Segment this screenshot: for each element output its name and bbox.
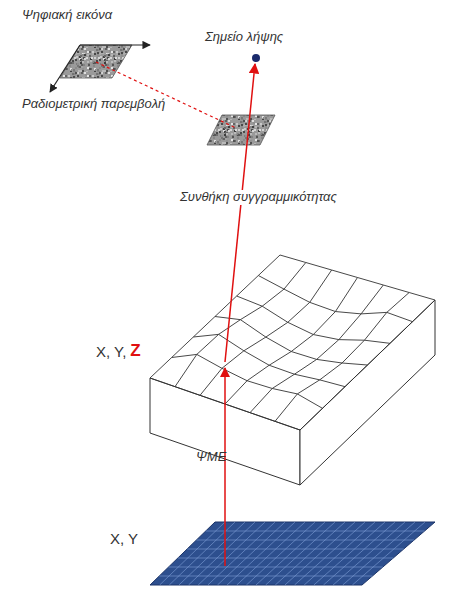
interpolation-line	[96, 62, 236, 128]
collinearity-ray	[225, 64, 255, 362]
projection-centre-label: Σημείο λήψης	[205, 30, 283, 45]
ground-grid	[150, 522, 435, 585]
projection-centre	[252, 54, 260, 62]
image-axis	[80, 44, 150, 45]
collinearity-label: Συνθήκη συγγραμμικότητας	[178, 190, 339, 205]
coordinate-label: X, Y,	[96, 343, 126, 360]
height-arrow	[224, 368, 226, 566]
image-axis	[50, 45, 80, 92]
height-label: Z	[130, 341, 140, 361]
image-title: Ψηφιακή εικόνα	[22, 8, 112, 23]
coordinate-label: X, Y	[110, 530, 138, 547]
interpolation-label: Ραδιομετρική παρεμβολή	[22, 97, 165, 112]
dem-mesh	[150, 255, 435, 430]
dem-label: ΨΜΕ	[196, 450, 226, 465]
digital-image	[60, 45, 132, 78]
